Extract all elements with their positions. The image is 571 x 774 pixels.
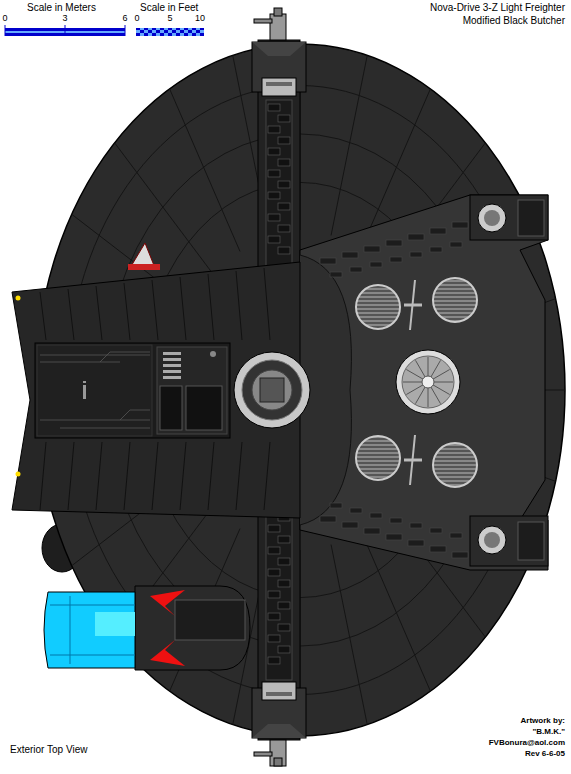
label-text: 0 <box>134 14 139 24</box>
engine-section <box>300 195 548 570</box>
label-text: Scale in Feet <box>140 2 198 13</box>
label-text: Scale in Meters <box>27 2 96 13</box>
cockpit <box>44 586 250 670</box>
title-text: Nova-Drive 3-Z Light Freighter <box>430 2 565 13</box>
label-text: 5 <box>167 14 172 24</box>
scale-bars <box>5 25 204 36</box>
label-text: Rev 6-6-05 <box>525 750 565 759</box>
label-text: "B.M.K." <box>533 728 565 737</box>
label-text: 6 <box>122 14 127 24</box>
label-text: 0 <box>2 14 7 24</box>
label-text: Exterior Top View <box>10 744 87 755</box>
label-text: Artwork by: <box>521 717 565 726</box>
label-text: 10 <box>195 14 205 24</box>
label-text: 3 <box>62 14 67 24</box>
label-text: FVBonura@aol.com <box>489 739 565 748</box>
label-text: Modified Black Butcher <box>463 15 565 26</box>
forward-section <box>12 243 310 518</box>
